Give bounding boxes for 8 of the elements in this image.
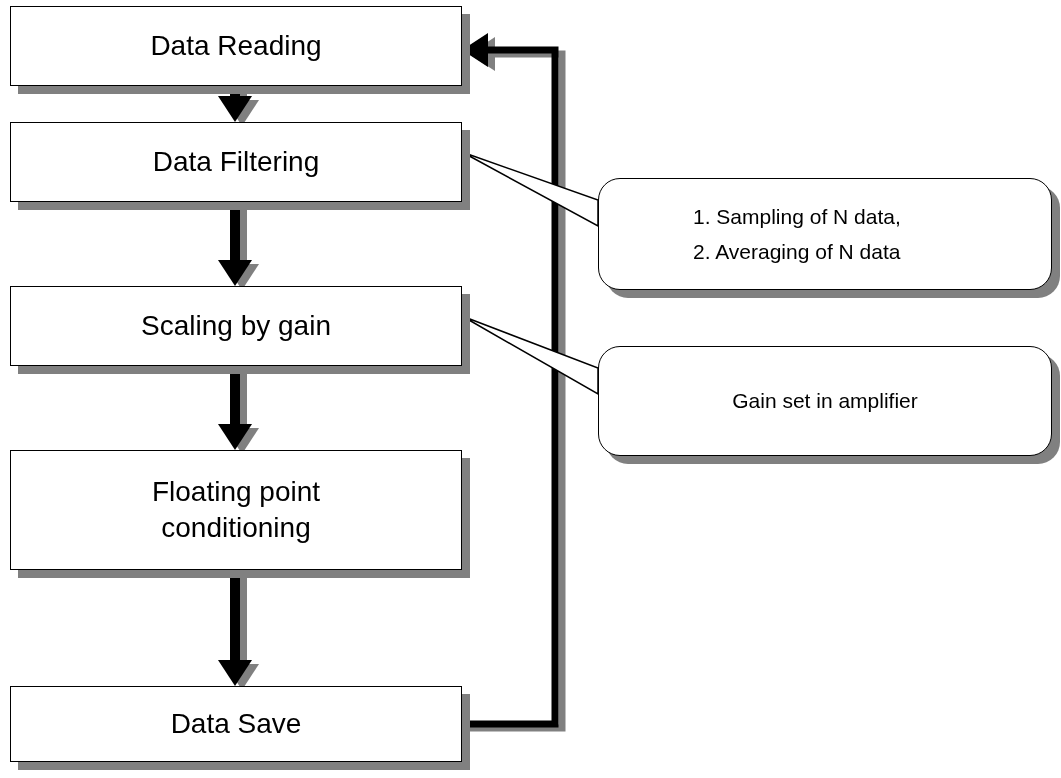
callout-text: Gain set in amplifier [732, 388, 918, 415]
callout-text: 1. Sampling of N data, [692, 203, 901, 230]
process-label: Data Reading [150, 28, 322, 63]
process-label: Scaling by gain [141, 308, 331, 343]
process-label: Data Filtering [152, 144, 320, 179]
callout-text: 2. Averaging of N data [692, 239, 901, 265]
process-label: Floating point conditioning [150, 474, 322, 545]
process-label: Data Save [170, 706, 302, 741]
